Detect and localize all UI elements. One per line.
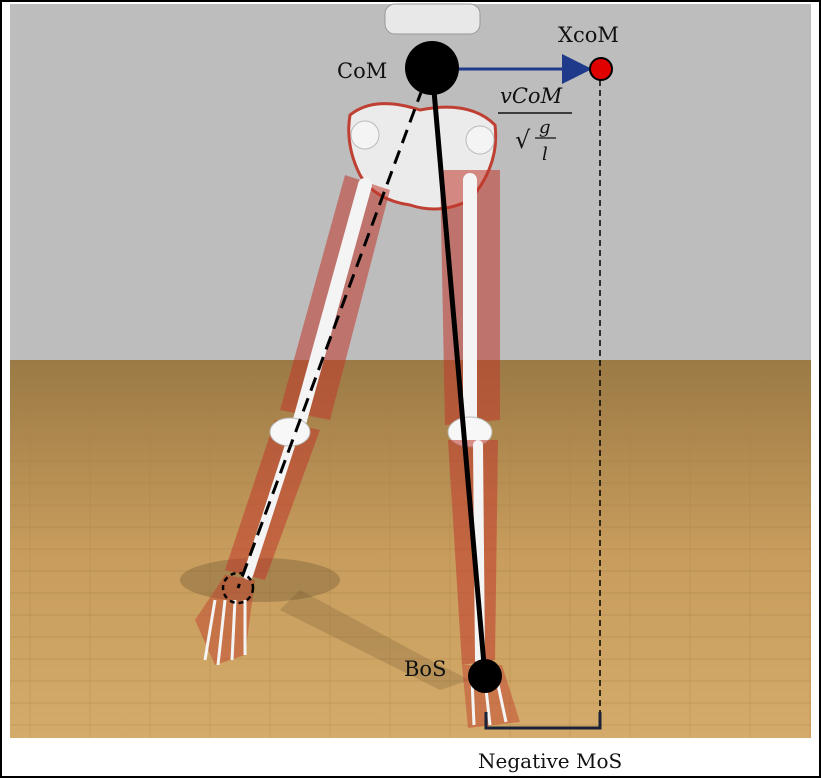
formula-root-numerator: g bbox=[539, 117, 551, 138]
formula-radical: √ bbox=[515, 126, 531, 154]
formula-root-denominator: l bbox=[542, 144, 548, 165]
spine bbox=[385, 4, 480, 34]
bos-marker bbox=[468, 659, 502, 693]
floor-planks bbox=[10, 360, 811, 738]
com-marker bbox=[405, 41, 459, 95]
xcom-marker bbox=[590, 58, 612, 80]
negative-mos-label: Negative MoS bbox=[478, 749, 622, 773]
bos-label: BoS bbox=[404, 657, 446, 681]
com-label: CoM bbox=[337, 59, 387, 83]
left-knee bbox=[270, 418, 310, 446]
formula-numerator: vCoM bbox=[500, 84, 563, 108]
xcom-label: XcoM bbox=[558, 23, 619, 47]
